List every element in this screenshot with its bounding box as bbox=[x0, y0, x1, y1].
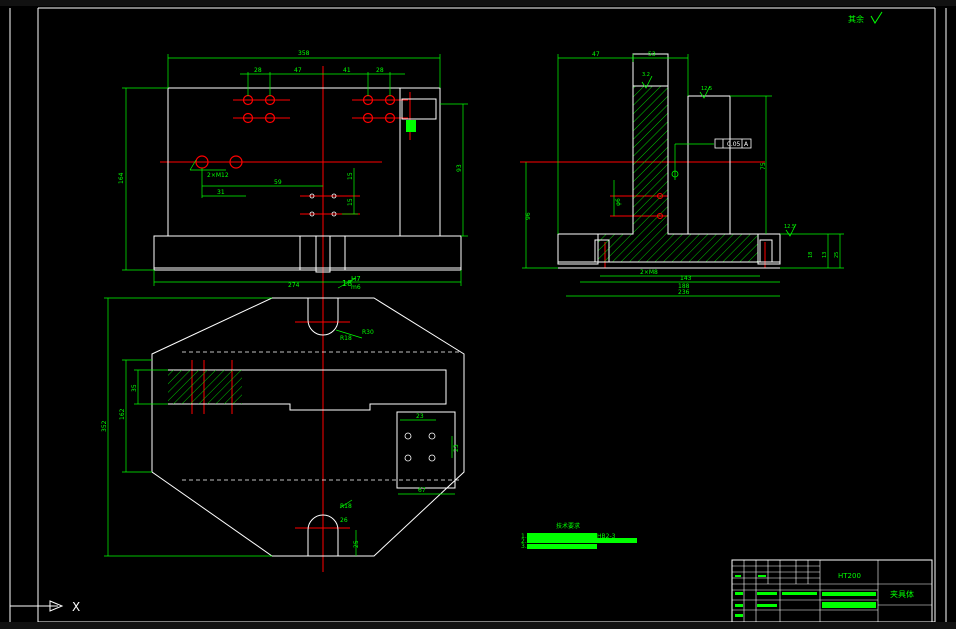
front-holes bbox=[195, 94, 396, 169]
top-left-total: 352 bbox=[101, 420, 108, 432]
top-hidden-lines bbox=[182, 351, 460, 481]
side-hole: φ6 bbox=[615, 198, 622, 206]
dim-d4: 28 bbox=[376, 67, 384, 74]
drawing-frame bbox=[9, 7, 947, 623]
top-plate-w: 23 bbox=[416, 413, 424, 420]
top-r-bot2: 26 bbox=[340, 517, 348, 524]
toolbar-remnant bbox=[0, 0, 956, 6]
top-dimension-lines bbox=[104, 297, 455, 557]
front-view: 358 28 47 41 28 164 93 2×M12 31 59 15 15… bbox=[118, 50, 468, 300]
side-left-h: 96 bbox=[525, 212, 532, 220]
side-dim-top-a: 47 bbox=[592, 51, 600, 58]
tech-req-line-2 bbox=[527, 538, 637, 543]
dim-hole-label: 2×M12 bbox=[207, 172, 229, 179]
top-plate-holes bbox=[404, 432, 436, 462]
title-block: HT200 夹具体 bbox=[731, 559, 933, 623]
side-r2: 13 bbox=[822, 252, 828, 258]
front-hatch-block bbox=[406, 120, 416, 132]
top-r-bot: R18 bbox=[340, 503, 352, 510]
tech-req-line2: HB2-3 bbox=[597, 533, 616, 540]
side-base4: 236 bbox=[678, 289, 690, 296]
side-datum: A bbox=[744, 141, 749, 148]
dim-d2: 47 bbox=[294, 67, 302, 74]
side-base3: 188 bbox=[678, 283, 690, 290]
tech-req-title: 技术要求 bbox=[556, 522, 580, 530]
top-view: 352 162 35 R18 R30 R18 26 25 23 23 67 bbox=[101, 297, 465, 572]
technical-requirements: 技术要求 1. HB2-3 2. 3. bbox=[521, 522, 637, 550]
front-outline bbox=[153, 87, 462, 273]
title-part-name: 夹具体 bbox=[890, 589, 914, 599]
dim-bottom-total: 274 bbox=[288, 282, 300, 289]
top-hatched-section bbox=[168, 370, 242, 404]
side-r3: 25 bbox=[834, 252, 840, 258]
top-left-mid: 162 bbox=[119, 408, 126, 420]
dim-d1: 28 bbox=[254, 67, 262, 74]
tech-req-line-1 bbox=[527, 533, 597, 538]
top-plate-h: 23 bbox=[453, 444, 460, 452]
dim-h4: 15 bbox=[347, 198, 354, 206]
top-left-small: 35 bbox=[131, 384, 138, 392]
dim-top-total: 358 bbox=[298, 50, 310, 57]
top-dimension-texts: 352 162 35 R18 R30 R18 26 25 23 23 67 bbox=[101, 329, 460, 548]
dim-h3: 15 bbox=[347, 172, 354, 180]
side-holes bbox=[657, 193, 663, 219]
dim-h1: 31 bbox=[217, 189, 225, 196]
side-r1: 18 bbox=[808, 252, 814, 258]
flatness-frame bbox=[714, 138, 752, 149]
roughness-symbol-icon bbox=[870, 11, 883, 24]
side-view: 47 53 3.2 12.5 0.05 A 96 75 φ6 2×M8 143 … bbox=[520, 51, 844, 297]
ucs-icon: X bbox=[10, 600, 80, 614]
side-base2: 143 bbox=[680, 275, 692, 282]
side-dimension-texts: 47 53 3.2 12.5 0.05 A 96 75 φ6 2×M8 143 … bbox=[525, 51, 840, 296]
dim-d3: 41 bbox=[343, 67, 351, 74]
ucs-x-label: X bbox=[72, 600, 80, 614]
top-r-top2: R30 bbox=[362, 329, 374, 336]
top-plate-total: 67 bbox=[418, 487, 426, 494]
tech-req-item-1: 1. bbox=[521, 533, 527, 540]
front-dimension-texts: 358 28 47 41 28 164 93 2×M12 31 59 15 15… bbox=[118, 50, 463, 291]
corner-roughness-note: 其余 bbox=[848, 11, 883, 24]
tech-req-item-3: 3. bbox=[521, 543, 527, 550]
side-outline bbox=[557, 53, 781, 269]
side-rough1: 3.2 bbox=[642, 72, 650, 78]
side-rough2: 12.5 bbox=[701, 86, 712, 92]
top-slot-h: 25 bbox=[353, 540, 360, 548]
dim-right-height: 93 bbox=[456, 164, 463, 172]
top-centerlines bbox=[191, 300, 350, 572]
dim-fit-upper: H7 bbox=[351, 275, 361, 283]
command-line-bar[interactable] bbox=[0, 622, 956, 629]
side-right-h: 75 bbox=[760, 162, 767, 170]
tech-req-item-2: 2. bbox=[521, 538, 527, 545]
side-base1: 2×M8 bbox=[640, 269, 658, 276]
side-dim-top-b: 53 bbox=[648, 51, 656, 58]
tech-req-line-3 bbox=[527, 544, 597, 549]
corner-note-text: 其余 bbox=[848, 14, 864, 24]
dim-h2: 59 bbox=[274, 179, 282, 186]
dim-fit-lower: m6 bbox=[351, 284, 361, 291]
top-outline bbox=[151, 297, 465, 557]
front-dimension-lines bbox=[122, 54, 468, 289]
side-flatness: 0.05 bbox=[727, 141, 741, 148]
dim-fit-size: 18 bbox=[342, 279, 352, 288]
title-material: HT200 bbox=[838, 572, 861, 580]
front-small-holes bbox=[309, 193, 337, 217]
dim-left-height: 164 bbox=[118, 172, 125, 184]
side-rough3: 12.5 bbox=[784, 224, 795, 230]
side-roughness-marks bbox=[641, 75, 797, 237]
top-r-top: R18 bbox=[340, 335, 352, 342]
